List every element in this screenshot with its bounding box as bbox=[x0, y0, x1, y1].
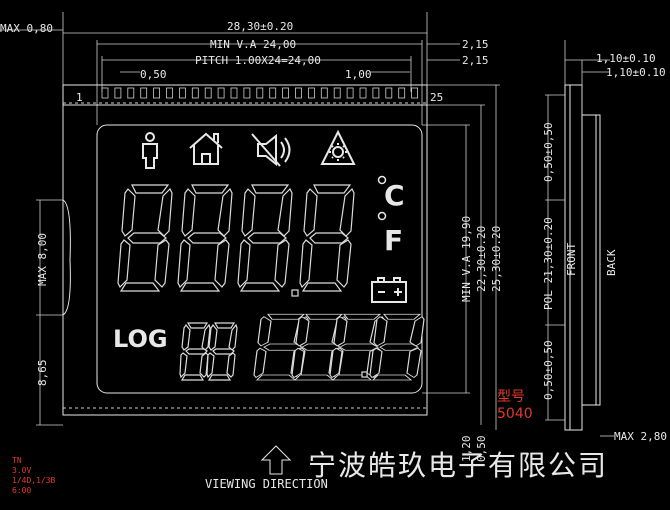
log-digit-2 bbox=[206, 322, 238, 381]
pin bbox=[269, 87, 277, 99]
company-name: 宁波皓玖电子有限公司 bbox=[308, 449, 609, 482]
side-top-1-label: 1,10±0.10 bbox=[596, 52, 656, 65]
side-tol-bottom-label: 0,50±0,50 bbox=[542, 340, 555, 400]
pin bbox=[140, 87, 148, 99]
spec-duty-bias: 1/4D,1/3B bbox=[12, 476, 56, 485]
pin bbox=[101, 87, 109, 99]
pin bbox=[243, 87, 251, 99]
pin bbox=[295, 87, 302, 99]
pin bbox=[411, 87, 419, 99]
person-icon bbox=[142, 132, 158, 169]
min-va-height-label: MIN V.A 19,90 bbox=[460, 216, 473, 302]
max-thickness-left: MAX 0,80 bbox=[0, 22, 53, 35]
pin bbox=[333, 87, 341, 99]
spec-voltage: 3.0V bbox=[12, 466, 32, 475]
back-label: BACK bbox=[605, 249, 618, 276]
pin bbox=[204, 87, 212, 99]
spec-list: TN 3.0V 1/4D,1/3B 6:00 bbox=[12, 456, 55, 496]
pin bbox=[230, 87, 238, 99]
model-number: 5040 bbox=[497, 406, 533, 422]
main-digit-3 bbox=[237, 184, 293, 292]
bottom-small-2-label: 0,50 bbox=[475, 436, 488, 463]
pin bbox=[127, 87, 135, 99]
pin-last-label: 25 bbox=[430, 91, 443, 104]
pin-spacing-label: 1,00 bbox=[345, 68, 372, 81]
pin bbox=[166, 87, 173, 99]
side-tol-top-label: 0,50±0,50 bbox=[542, 122, 555, 182]
module-outline bbox=[62, 84, 428, 416]
side-pol-label: POL 21,30±0.20 bbox=[542, 217, 555, 310]
unit-celsius: C bbox=[384, 179, 405, 212]
pin-row bbox=[101, 87, 419, 99]
pin-first-label: 1 bbox=[76, 91, 83, 104]
model-label: 型号 bbox=[497, 389, 525, 405]
height-2530-label: 25,30±0.20 bbox=[490, 226, 503, 292]
pin bbox=[320, 87, 328, 99]
warning-icon bbox=[320, 129, 356, 165]
pin bbox=[346, 87, 354, 99]
speaker-mute-icon bbox=[251, 133, 291, 167]
pin bbox=[217, 87, 225, 99]
height-2230-label: 22,30±0.20 bbox=[475, 226, 488, 292]
side-top-2-label: 1,10±0.10 bbox=[606, 66, 666, 79]
overall-width-label: 28,30±0.20 bbox=[227, 20, 293, 33]
pin bbox=[372, 87, 380, 99]
lower-height-left-label: 8,65 bbox=[36, 360, 49, 387]
front-label: FRONT bbox=[565, 243, 578, 276]
battery-icon bbox=[371, 277, 407, 303]
log-label: LOG bbox=[113, 325, 168, 353]
pin bbox=[114, 87, 122, 99]
degree-f-icon bbox=[377, 211, 387, 221]
min-va-width-label: MIN V.A 24,00 bbox=[210, 38, 296, 51]
right-offset-bottom-label: 2,15 bbox=[462, 54, 489, 67]
degree-c-icon bbox=[377, 175, 387, 185]
pin bbox=[307, 87, 315, 99]
viewing-area bbox=[96, 124, 423, 394]
pin bbox=[282, 87, 290, 99]
pin bbox=[178, 87, 186, 99]
right-offset-top-label: 2,15 bbox=[462, 38, 489, 51]
max-thickness-right-label: MAX 2,80 bbox=[614, 430, 667, 443]
pin-pitch-label: PITCH 1.00X24=24,00 bbox=[195, 54, 321, 67]
pin bbox=[153, 87, 161, 99]
max-height-left-label: MAX 8,00 bbox=[36, 233, 49, 286]
pin bbox=[191, 87, 199, 99]
viewing-arrow-icon bbox=[260, 445, 292, 475]
main-digit-4 bbox=[299, 184, 355, 292]
pin bbox=[398, 87, 406, 99]
unit-fahrenheit: F bbox=[384, 224, 403, 257]
viewing-direction-label: VIEWING DIRECTION bbox=[205, 477, 328, 491]
main-digit-1 bbox=[117, 184, 173, 292]
pin bbox=[359, 87, 367, 99]
spec-type: TN bbox=[12, 456, 22, 465]
pin-width-label: 0,50 bbox=[140, 68, 167, 81]
main-digit-2 bbox=[177, 184, 233, 292]
spec-viewing-angle: 6:00 bbox=[12, 486, 32, 495]
pin bbox=[256, 87, 264, 99]
home-icon bbox=[189, 132, 223, 165]
log-digit-1 bbox=[179, 322, 211, 381]
main-decimal-point bbox=[291, 289, 299, 297]
pin bbox=[385, 87, 393, 99]
bottom-small-label: 1,20 bbox=[460, 436, 473, 463]
sub-decimal-point bbox=[361, 371, 368, 378]
